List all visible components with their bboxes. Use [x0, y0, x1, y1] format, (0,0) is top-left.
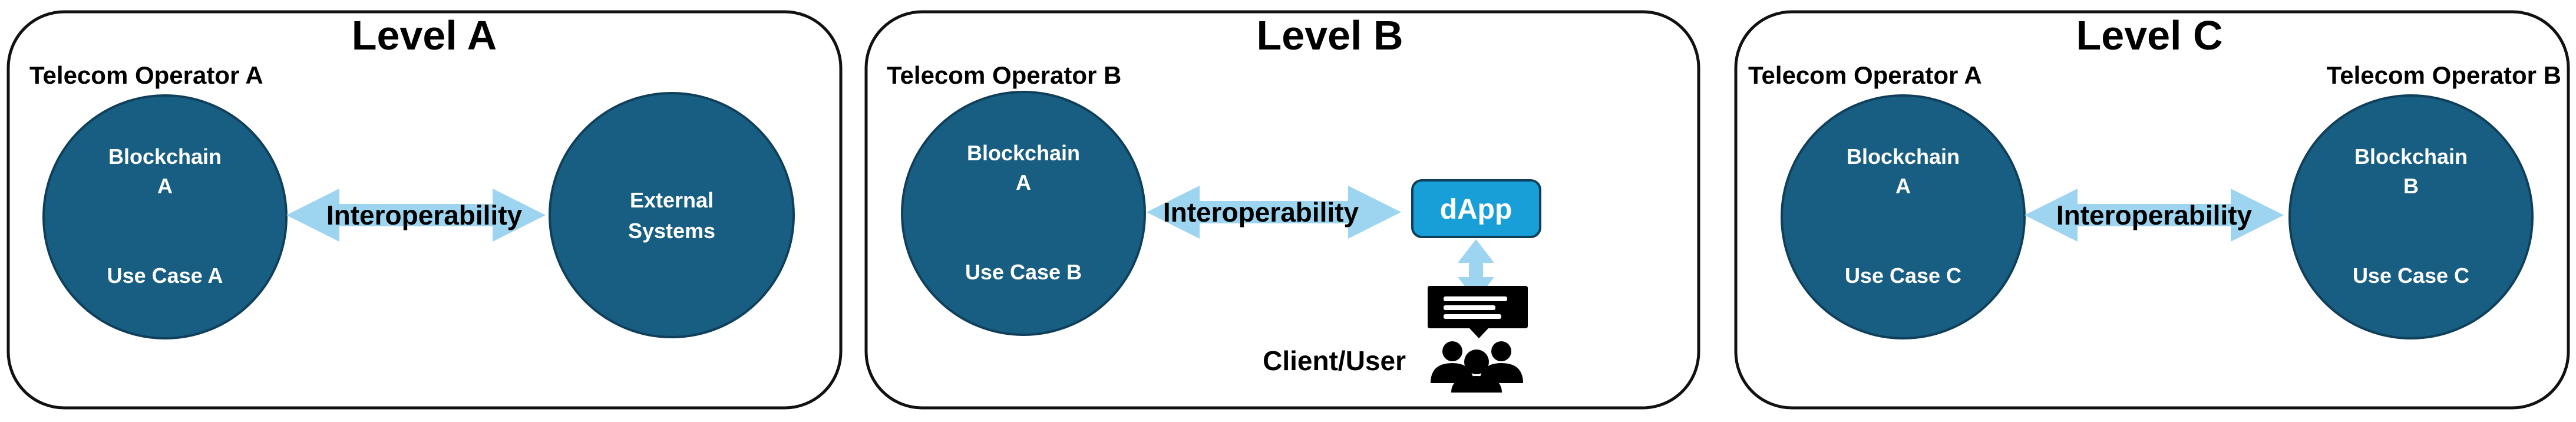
panel-level-a-interop-arrow: [286, 189, 546, 242]
panel-level-a-left-node-line2: A: [157, 174, 173, 198]
panel-level-c-title: Level C: [2076, 12, 2223, 58]
chat-bubble-line-2: [1444, 305, 1495, 310]
panel-level-b-dapp-box: [1411, 179, 1541, 238]
panel-level-a-left-node: [42, 94, 288, 339]
chat-bubble-line-3: [1444, 314, 1501, 319]
chat-bubble-icon: [1428, 286, 1528, 338]
panel-level-c-right-node: [2288, 94, 2534, 339]
panel-level-a: Level A Telecom Operator A Blockchain A …: [6, 10, 843, 410]
user-center-body: [1451, 376, 1502, 393]
panel-level-b-dapp-client-arrow: [1458, 239, 1494, 301]
panel-level-a-right-node: [549, 92, 795, 338]
panel-level-b-dapp-label: dApp: [1440, 194, 1512, 225]
panel-level-c-operator-right: Telecom Operator B: [2327, 61, 2561, 89]
panel-level-a-right-node-line2: Systems: [628, 219, 715, 243]
panel-level-b-operator: Telecom Operator B: [887, 61, 1121, 89]
user-left-head: [1442, 341, 1462, 361]
panel-level-a-left-node-line1: Blockchain: [108, 144, 222, 169]
panel-level-b-client-label: Client/User: [1263, 345, 1406, 376]
panel-level-b-left-node: [901, 91, 1146, 336]
user-center-head: [1464, 350, 1489, 374]
panel-level-a-operator: Telecom Operator A: [29, 61, 263, 89]
panel-level-c-left-node-line1: Blockchain: [1847, 144, 1960, 169]
panel-level-a-left-node-line3: Use Case A: [107, 263, 223, 288]
panel-level-c-right-node-line1: Blockchain: [2354, 144, 2468, 169]
panel-level-b-left-node-line1: Blockchain: [967, 141, 1080, 165]
panel-level-c-left-node: [1781, 94, 2026, 339]
chat-bubble-line-1: [1444, 296, 1507, 301]
panel-level-c-left-node-line3: Use Case C: [1845, 263, 1961, 288]
panel-level-b-interop-label: Interoperability: [1163, 197, 1359, 228]
user-right-head: [1491, 341, 1511, 361]
panel-level-b-left-node-line2: A: [1016, 170, 1031, 194]
panel-level-c-interop-arrow: [2025, 189, 2284, 242]
panel-level-a-interop-label: Interoperability: [326, 200, 523, 230]
users-group-icon: [1431, 341, 1523, 393]
panel-level-a-right-node-line1: External: [630, 188, 714, 212]
panel-level-b: Level B Telecom Operator B Blockchain A …: [864, 10, 1700, 410]
panel-level-a-title: Level A: [352, 12, 497, 58]
panel-level-b-left-node-line3: Use Case B: [965, 260, 1082, 284]
panel-level-b-interop-arrow: [1147, 186, 1401, 239]
panel-level-c-operator-left: Telecom Operator A: [1748, 61, 1982, 89]
panel-level-c-left-node-line2: A: [1895, 174, 1911, 198]
panel-level-b-title: Level B: [1257, 12, 1403, 58]
panel-level-c-interop-label: Interoperability: [2056, 200, 2253, 230]
panel-level-c-right-node-line2: B: [2403, 174, 2419, 198]
panel-level-c: Level C Telecom Operator A Telecom Opera…: [1734, 10, 2570, 410]
panel-level-c-right-node-line3: Use Case C: [2353, 263, 2469, 288]
